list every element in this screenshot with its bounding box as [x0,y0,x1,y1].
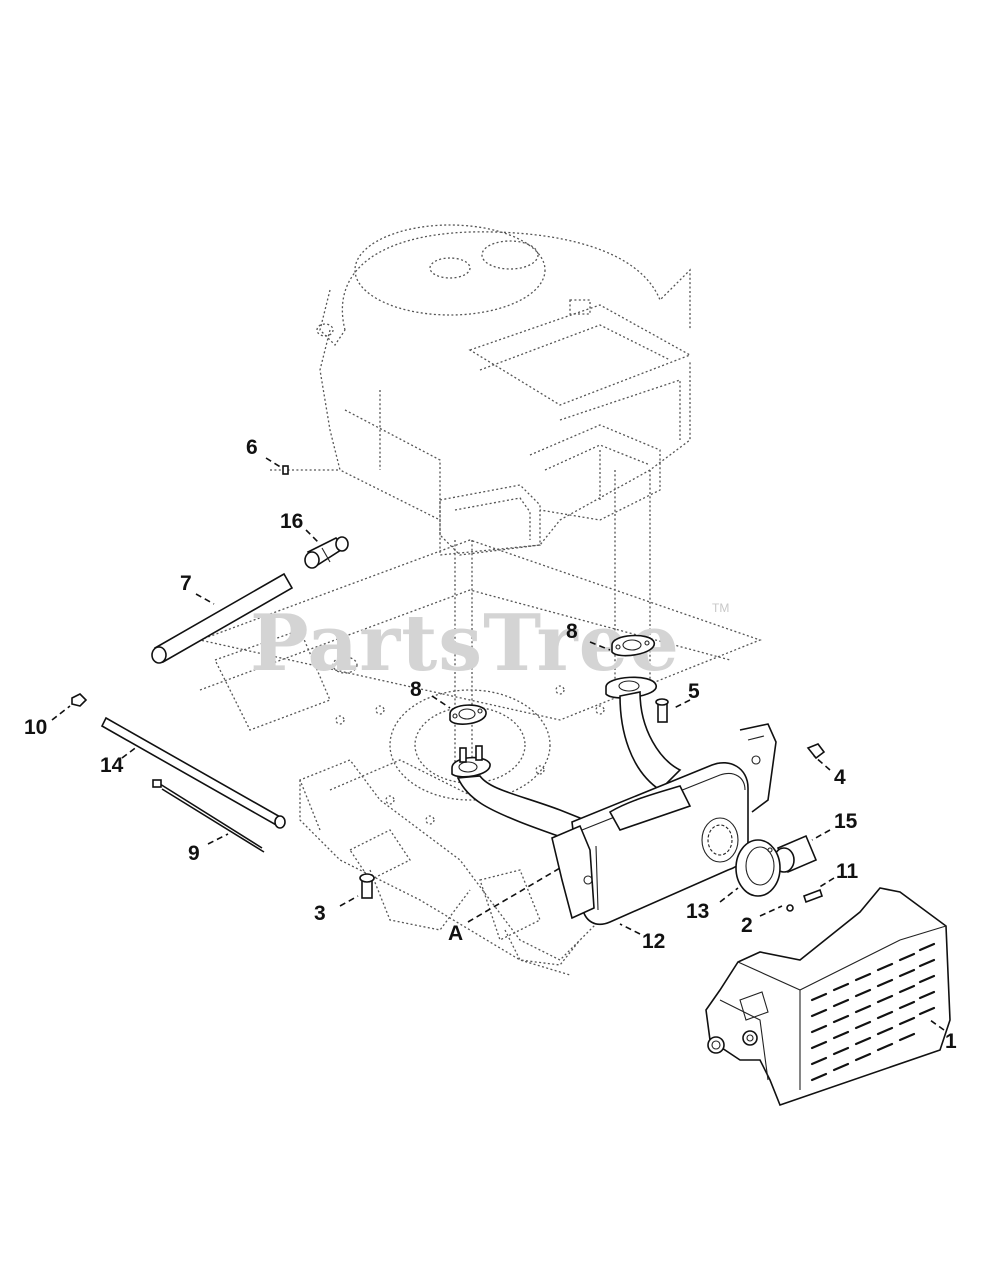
part-7-tube [151,572,294,664]
part-8-gasket-left [449,704,487,725]
callout-8-right: 8 [566,620,578,643]
callout-14: 14 [100,754,124,777]
callout-A: A [448,922,463,945]
part-9-tie [152,779,265,853]
leader-9 [207,833,229,845]
leader-13 [719,887,739,903]
bracket-illustration [739,723,777,813]
callout-13: 13 [686,900,709,923]
leader-4 [813,755,831,771]
part-16-fitting [304,536,349,569]
callout-16: 16 [280,510,303,533]
heat-shield-louvers [810,942,936,1082]
callout-3: 3 [314,902,326,925]
muffler-illustration [551,762,749,926]
part-14-rod [100,716,286,829]
leader-16 [305,529,319,543]
part-5-bolt [655,698,669,723]
callout-12: 12 [642,930,665,953]
callout-11: 11 [836,860,859,883]
leader-12 [619,923,641,935]
exhaust-pipes [451,676,682,850]
leader-15 [811,829,831,841]
callout-10: 10 [24,716,47,739]
callout-labels: 1 2 3 4 5 6 7 8 8 9 10 11 12 13 14 15 16… [24,436,957,1053]
leader-3 [339,895,359,907]
callout-7: 7 [180,572,192,595]
callout-1: 1 [945,1030,957,1053]
engine-illustration [270,224,692,770]
watermark-tm: TM [712,601,729,615]
callout-2: 2 [741,914,753,937]
leader-8-left [431,695,451,709]
part-15-spark-arrestor [773,834,818,874]
heat-shield-illustration [705,887,951,1107]
part-4-bolt [806,743,826,760]
callout-4: 4 [834,766,846,789]
leader-1 [929,1019,945,1031]
leader-10 [51,705,71,721]
leader-lines [51,457,945,1031]
watermark: PartsTree TM [250,598,729,689]
leader-14 [121,745,139,759]
leader-6 [265,457,283,469]
part-13-end-cap [735,839,781,897]
part-6-plug [282,465,289,475]
callout-15: 15 [834,810,858,833]
part-2-screw [786,904,794,912]
leader-A [467,867,561,923]
part-10-nut [71,693,88,707]
callout-6: 6 [246,436,258,459]
callout-5: 5 [688,680,700,703]
leader-7 [195,593,215,605]
watermark-text: PartsTree [250,598,680,689]
leader-11 [817,877,835,889]
callout-9: 9 [188,842,200,865]
part-3-bolt [359,873,375,899]
part-8-gasket-right [611,634,655,657]
leader-8-right [589,641,611,651]
callout-8-left: 8 [410,678,422,701]
part-11-screw [802,888,824,904]
leader-2 [759,905,783,917]
leader-5 [673,699,691,709]
